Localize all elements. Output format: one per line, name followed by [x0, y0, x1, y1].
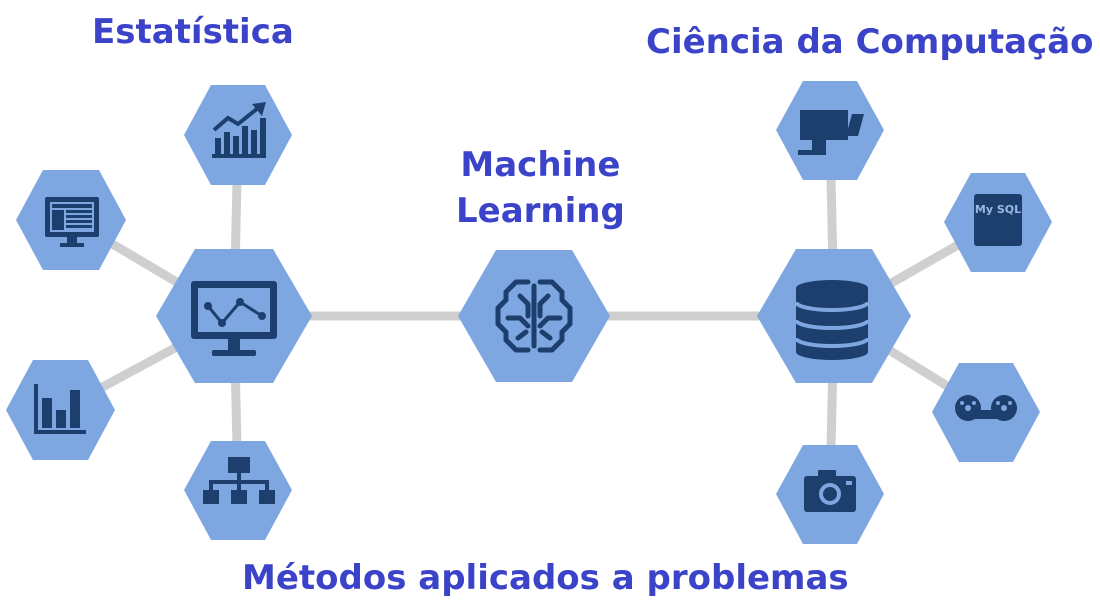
photo-camera-icon	[804, 470, 856, 512]
machine-learning-title: Machine Learning	[456, 142, 625, 234]
machine-learning-line2: Learning	[456, 191, 625, 231]
hex-trend-chart	[184, 85, 292, 185]
bar-chart-icon	[34, 384, 86, 434]
machine-learning-line1: Machine	[460, 145, 621, 185]
org-chart-icon	[203, 457, 275, 504]
trend-chart-icon	[212, 102, 266, 158]
applied-methods-title: Métodos aplicados a problemas	[242, 558, 849, 598]
hex-mysql: My SQL	[944, 173, 1052, 272]
hex-database-main	[757, 249, 911, 383]
hex-tape-reel	[932, 363, 1040, 462]
statistics-title: Estatística	[92, 12, 294, 52]
dashboard-monitor-icon	[45, 197, 99, 247]
hex-statistics-main	[156, 249, 312, 383]
database-icon	[794, 280, 870, 360]
hex-photo-camera	[776, 445, 884, 544]
monitor-line-chart-icon	[191, 281, 277, 356]
hex-machine-learning	[458, 250, 610, 382]
computer-science-title: Ciência da Computação	[646, 22, 1094, 62]
hex-bar-chart	[6, 360, 115, 460]
mysql-label: My SQL	[975, 203, 1021, 216]
mysql-icon: My SQL	[974, 194, 1022, 246]
brain-icon	[495, 279, 573, 353]
security-camera-icon	[798, 110, 864, 155]
tape-reel-icon	[955, 395, 1017, 421]
hex-dashboard	[16, 170, 126, 270]
hex-org-chart	[184, 441, 292, 540]
hex-security-camera	[776, 81, 884, 180]
